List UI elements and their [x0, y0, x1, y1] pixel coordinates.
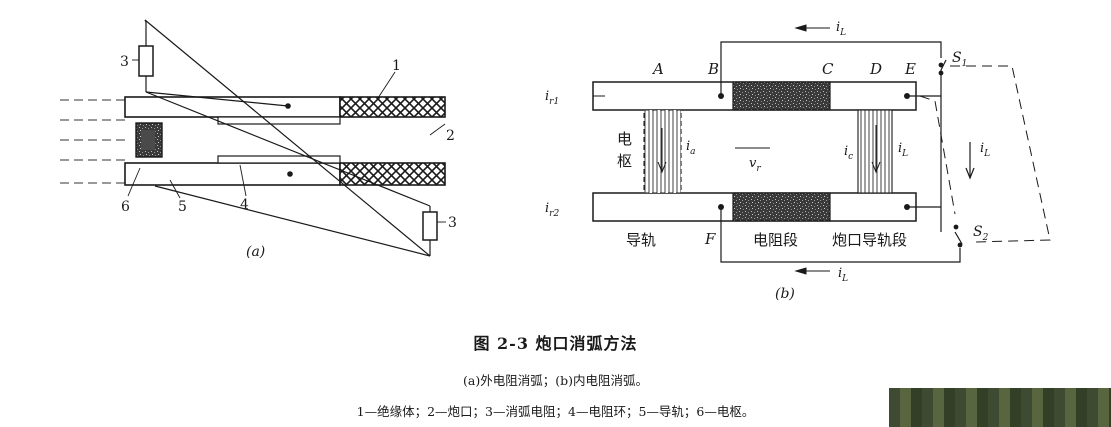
point-C: C [822, 60, 834, 78]
current-ia: ia [686, 139, 696, 157]
terminal-dots [718, 62, 963, 248]
panel-b-label: (b) [775, 286, 795, 302]
callout-2: 2 [446, 128, 455, 144]
current-ir1: ir1 [545, 89, 559, 107]
callout-3-top: 3 [120, 54, 129, 70]
current-ic: ic [844, 144, 853, 162]
callout-5: 5 [178, 199, 187, 215]
point-E: E [904, 60, 916, 78]
point-A: A [651, 60, 664, 78]
figure-caption-legend: 1—绝缘体；2—炮口；3—消弧电阻；4—电阻环；5—导轨；6—电枢。 [356, 404, 755, 419]
switch-s2: S2 [973, 224, 989, 243]
rail-label: 导轨 [626, 231, 656, 249]
lower-rail-b [592, 192, 917, 222]
point-F: F [704, 230, 716, 248]
callout-3-bottom: 3 [448, 215, 457, 231]
current-iL-bottom: iL [838, 266, 848, 284]
arc-resistor-circuit [144, 19, 431, 257]
panel-a-label: (a) [246, 244, 265, 260]
armature-label-bottom: 枢 [617, 152, 632, 170]
callout-1: 1 [392, 58, 401, 74]
arc-resistor-top [138, 45, 154, 77]
lower-rail [124, 155, 446, 186]
junction-dot-lower [287, 171, 293, 177]
upper-rail-b [592, 81, 917, 111]
armature-6 [135, 122, 163, 158]
point-D: D [869, 60, 882, 78]
resistor-section-label: 电阻段 [753, 231, 798, 249]
callout-4: 4 [240, 197, 249, 213]
callout-6: 6 [121, 199, 130, 215]
callout-leaders [127, 59, 446, 223]
armature-label-top: 电 [617, 130, 632, 148]
muzzle-coil-b [857, 109, 893, 194]
armature-b [643, 109, 682, 194]
panel-a: 1 2 3 3 4 5 6 (a) [60, 19, 457, 260]
corner-image-fragment [889, 388, 1111, 427]
upper-rail [124, 96, 446, 125]
figure-caption-subtitle: (a)外电阻消弧；(b)内电阻消弧。 [463, 373, 648, 388]
velocity-label: vr [749, 156, 761, 174]
switch-s1: S1 [952, 50, 967, 69]
figure-caption-title: 图 2-3 炮口消弧方法 [473, 334, 638, 353]
current-arrows [735, 24, 830, 275]
control-dashed-link [919, 65, 1051, 243]
muzzle-rail-section-label: 炮口导轨段 [832, 231, 907, 249]
current-iL-right: iL [980, 141, 990, 159]
incoming-dashed-lines [60, 99, 125, 184]
arc-resistor-bottom [422, 211, 438, 241]
current-ir2: ir2 [545, 201, 559, 219]
outer-circuit [720, 41, 975, 263]
current-iL-top: iL [836, 20, 846, 38]
junction-dot-upper [285, 103, 291, 109]
point-B: B [707, 60, 719, 78]
current-iL-coil: iL [898, 141, 908, 159]
panel-b: A B C D E F S1 S2 iL iL iL iL ic ia ir1 … [545, 20, 1051, 302]
